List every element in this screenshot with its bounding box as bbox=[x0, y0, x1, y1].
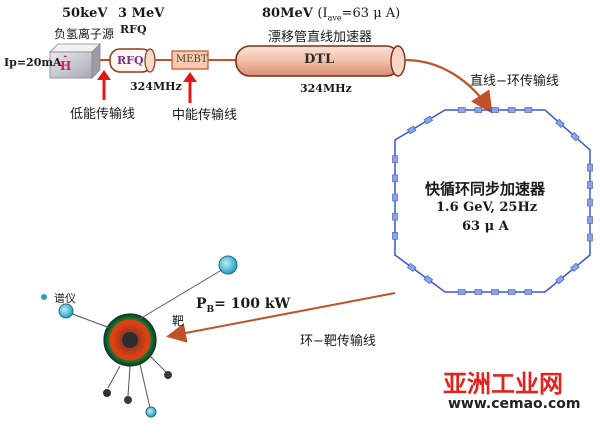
dtl-energy: 80MeV (Iave=63 μ A) bbox=[262, 6, 400, 23]
ring-magnet bbox=[524, 107, 533, 113]
ring-magnet bbox=[457, 107, 466, 113]
h-minus-symbol: H- bbox=[60, 52, 75, 73]
ring-magnet bbox=[457, 289, 466, 295]
ring-magnet bbox=[570, 132, 580, 142]
ring-magnet bbox=[507, 107, 516, 113]
rcs-ring bbox=[392, 107, 593, 295]
mid-energy-arrow bbox=[183, 72, 197, 103]
dtl-current-sub: ave bbox=[327, 13, 342, 23]
beam-power: PB= 100 kW bbox=[196, 296, 290, 315]
spectrometer-label: 谱仪 bbox=[54, 292, 76, 305]
ring-magnet bbox=[491, 289, 499, 295]
dtl-box-label: DTL bbox=[304, 52, 335, 67]
dtl-current: (Iave=63 μ A) bbox=[317, 6, 401, 23]
ring-magnet bbox=[570, 262, 580, 272]
dtl-current-value: =63 μ A) bbox=[341, 6, 401, 21]
ring-magnet bbox=[555, 275, 565, 285]
rfq-energy: 3 MeV bbox=[118, 6, 165, 21]
rfq-box bbox=[109, 48, 156, 73]
ring-magnet bbox=[392, 155, 398, 163]
h-minus-symbol-text: H bbox=[60, 59, 72, 73]
linac-ring-transfer-line bbox=[404, 58, 493, 114]
ring-magnet bbox=[423, 275, 434, 285]
beam-power-sub: B bbox=[206, 304, 215, 315]
ring-magnets bbox=[392, 107, 593, 295]
ring-magnet bbox=[555, 118, 565, 128]
ring-magnet bbox=[474, 289, 483, 295]
ring-magnet bbox=[406, 125, 417, 135]
watermark-brand: 亚洲工业网 bbox=[443, 370, 563, 398]
ring-target-transfer-line bbox=[166, 292, 396, 343]
freq-dtl: 324MHz bbox=[300, 82, 352, 95]
ring-magnet bbox=[507, 289, 516, 295]
ion-source-label: 负氢离子源 bbox=[54, 27, 115, 41]
ring-magnet bbox=[406, 262, 417, 272]
dtl-energy-value: 80MeV bbox=[262, 6, 313, 21]
ring-magnet bbox=[392, 232, 398, 240]
ring-target-transfer-label: 环−靶传输线 bbox=[300, 334, 376, 349]
h-minus-charge: - bbox=[63, 52, 68, 62]
target-label: 靶 bbox=[172, 314, 185, 328]
mebt-box-label: MEBT bbox=[176, 54, 208, 65]
ring-magnet bbox=[524, 289, 533, 295]
beam-power-value: = 100 kW bbox=[214, 296, 291, 312]
ring-magnet bbox=[491, 107, 499, 113]
ring-magnet bbox=[423, 115, 434, 125]
current-label: Ip=20mA bbox=[4, 56, 62, 69]
dtl-name: 漂移管直线加速器 bbox=[268, 30, 373, 45]
ring-name: 快循环同步加速器 bbox=[425, 180, 546, 198]
ring-magnet bbox=[474, 107, 483, 113]
rfq-top-label: RFQ bbox=[120, 23, 147, 36]
ring-magnet bbox=[587, 181, 593, 189]
ion-source-block bbox=[49, 43, 101, 79]
ring-magnet bbox=[587, 233, 593, 242]
dtl-tube bbox=[235, 45, 406, 77]
detector-instruments bbox=[41, 255, 238, 418]
ring-magnet bbox=[392, 193, 398, 202]
ring-current: 63 μ A bbox=[462, 219, 509, 234]
ring-energy-rate: 1.6 GeV, 25Hz bbox=[436, 200, 538, 215]
low-energy-line-label: 低能传输线 bbox=[70, 107, 136, 122]
dtl-current-prefix: (I bbox=[317, 6, 328, 21]
ion-source-energy: 50keV bbox=[62, 6, 108, 21]
ring-magnet bbox=[587, 163, 593, 172]
freq-rfq: 324MHz bbox=[130, 80, 182, 93]
target-station bbox=[103, 313, 157, 367]
ring-magnet bbox=[392, 212, 398, 221]
beam-power-prefix: P bbox=[196, 296, 207, 312]
neutron-beamlines bbox=[66, 267, 226, 409]
ring-magnet bbox=[392, 174, 398, 183]
mid-energy-line-label: 中能传输线 bbox=[172, 108, 238, 123]
low-energy-arrow bbox=[97, 70, 111, 100]
linac-ring-transfer-label: 直线−环传输线 bbox=[470, 74, 559, 89]
ring-magnet bbox=[587, 198, 593, 207]
watermark-url: www.cemao.com bbox=[448, 396, 581, 412]
rfq-box-label: RFQ bbox=[117, 54, 144, 67]
ring-magnet bbox=[587, 216, 593, 224]
